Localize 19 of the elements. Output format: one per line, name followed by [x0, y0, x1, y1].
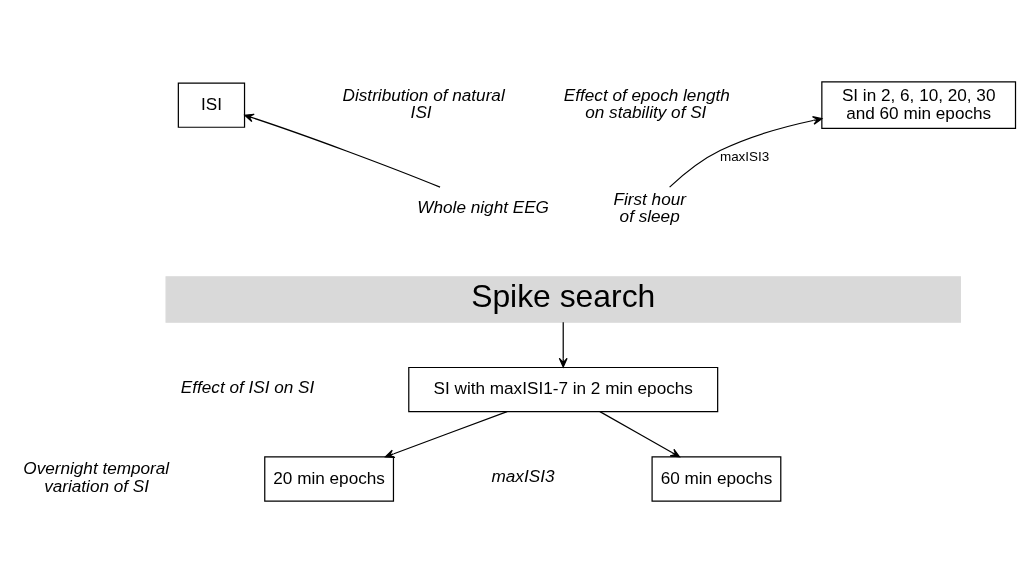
node-box: SI with maxISI1-7 in 2 min epochs	[408, 366, 719, 412]
node-box: SI in 2, 6, 10, 20, 30 and 60 min epochs	[821, 80, 1017, 129]
label: Effect of epoch length on stability of SI	[563, 84, 730, 122]
label: Distribution of natural ISI	[342, 84, 505, 122]
arrow	[384, 410, 508, 458]
node-text: Whole night EEG	[417, 196, 549, 217]
arrow	[558, 321, 568, 368]
node-box: 20 min epochs	[264, 455, 395, 502]
node-text: First hour of sleep	[613, 188, 686, 226]
node-box: ISI	[177, 82, 246, 128]
edge-label: maxISI3	[719, 148, 770, 164]
node-box: 60 min epochs	[651, 455, 782, 502]
node-box: Spike search	[165, 275, 961, 323]
label: Overnight temporal variation of SI	[23, 457, 170, 496]
label: Effect of ISI on SI	[180, 376, 315, 397]
arrow	[599, 410, 681, 457]
arrow	[669, 115, 823, 188]
label: maxISI3	[491, 465, 555, 486]
arrow	[244, 113, 441, 188]
